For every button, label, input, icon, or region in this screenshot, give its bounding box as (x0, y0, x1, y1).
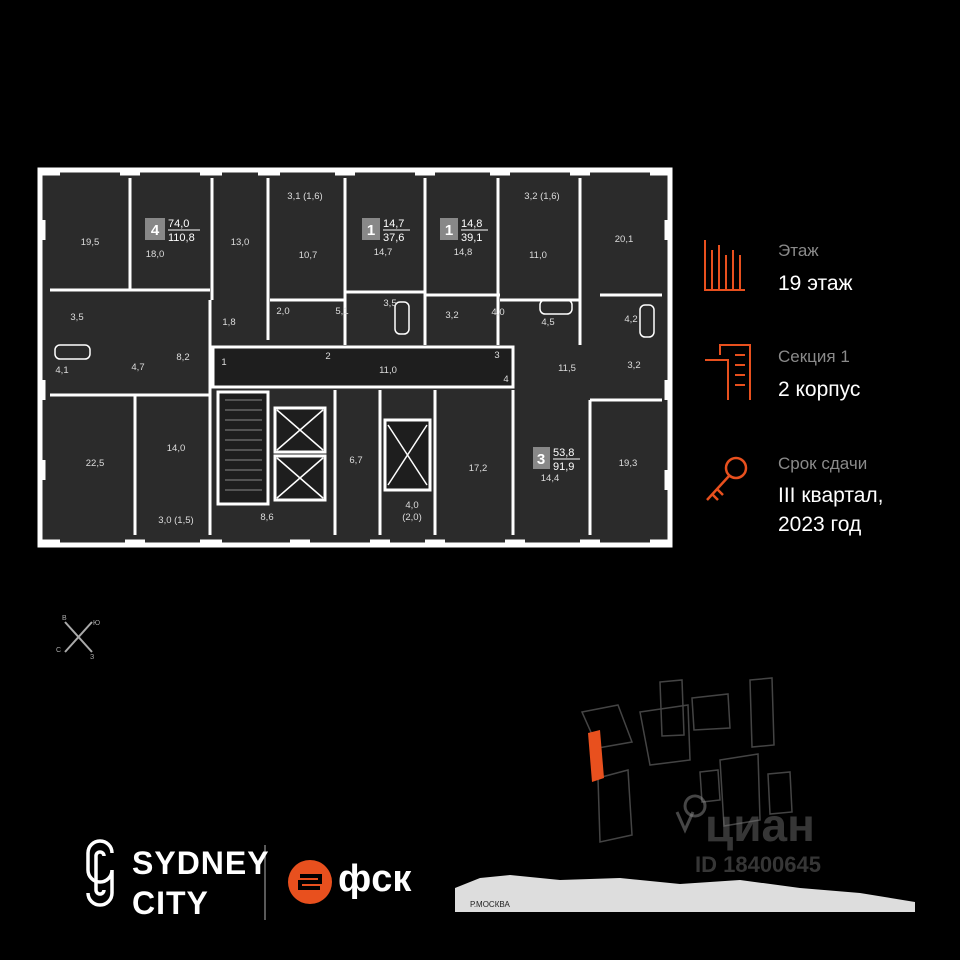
fsk-logo-text: фск (338, 858, 412, 900)
apartment-badge[interactable]: 4 74,0 110,8 (145, 218, 200, 244)
svg-text:14,8: 14,8 (461, 218, 482, 230)
svg-text:1: 1 (367, 222, 375, 239)
room-area: 14,4 (541, 473, 560, 484)
deadline-value-line2: 2023 год (778, 513, 862, 536)
room-area: 2 (325, 351, 330, 362)
svg-text:1: 1 (445, 222, 453, 239)
svg-text:14,7: 14,7 (383, 218, 404, 230)
room-area: 17,2 (469, 463, 488, 474)
watermark-id: ID 18400645 (695, 852, 821, 877)
deadline-label: Срок сдачи (778, 454, 868, 473)
svg-text:53,8: 53,8 (553, 447, 574, 459)
room-area: 20,1 (615, 234, 634, 245)
floor-icon (704, 240, 745, 291)
room-area: 4,7 (131, 362, 144, 373)
room-area: 5,1 (335, 306, 348, 317)
room-area: 3,2 (627, 360, 640, 371)
svg-text:С: С (56, 647, 61, 654)
svg-text:39,1: 39,1 (461, 232, 482, 244)
apartment-badge[interactable]: 3 53,8 91,9 (533, 447, 580, 473)
sydney-logo-line1: SYDNEY (132, 845, 270, 881)
room-area: 1,8 (222, 317, 235, 328)
location-map: Р.МОСКВА (455, 677, 915, 912)
room-area: 8,2 (176, 352, 189, 363)
sydney-city-logo-mark (86, 839, 114, 907)
room-area: 4,2 (624, 314, 637, 325)
section-icon (705, 344, 751, 400)
room-area: 14,8 (454, 247, 473, 258)
room-area: 3 (494, 350, 499, 361)
room-area: 6,7 (349, 455, 362, 466)
floor-label: Этаж (778, 241, 819, 260)
room-area: 10,7 (299, 250, 318, 261)
room-area: 4,0 (491, 307, 504, 318)
room-area: 3,2 (1,6) (524, 191, 559, 202)
svg-text:4: 4 (151, 222, 160, 239)
floor-value: 19 этаж (778, 272, 853, 295)
svg-text:З: З (90, 654, 94, 661)
room-area: 4,1 (55, 365, 68, 376)
room-area: 3,0 (1,5) (158, 515, 193, 526)
svg-text:37,6: 37,6 (383, 232, 404, 244)
svg-text:В: В (62, 615, 67, 622)
room-area: 4,0 (405, 500, 418, 511)
room-area: 14,7 (374, 247, 393, 258)
room-area: 4,5 (541, 317, 554, 328)
room-area: 11,5 (558, 363, 576, 374)
room-area: 8,6 (260, 512, 273, 523)
room-area: 3,1 (1,6) (287, 191, 322, 202)
watermark-brand: циан (705, 799, 815, 851)
room-area: 22,5 (86, 458, 105, 469)
room-area: (2,0) (402, 512, 422, 523)
fsk-logo-mark (288, 860, 332, 904)
sydney-logo-line2: CITY (132, 885, 209, 921)
compass-icon: В Ю С З (56, 615, 100, 661)
river-label: Р.МОСКВА (470, 900, 510, 909)
svg-text:74,0: 74,0 (168, 218, 189, 230)
room-area: 18,0 (146, 249, 165, 260)
svg-text:91,9: 91,9 (553, 461, 574, 473)
room-area: 3,5 (70, 312, 83, 323)
svg-text:110,8: 110,8 (168, 232, 195, 244)
watermark-pin-icon (675, 794, 707, 834)
room-area: 11,0 (379, 365, 397, 376)
room-area: 3,2 (445, 310, 458, 321)
room-area: 3,5 (383, 298, 396, 309)
room-area: 19,3 (619, 458, 638, 469)
key-icon (706, 456, 748, 501)
room-area: 19,5 (81, 237, 100, 248)
room-area: 14,0 (167, 443, 186, 454)
room-area: 1 (221, 357, 226, 368)
section-value: 2 корпус (778, 378, 861, 401)
room-area: 11,0 (529, 250, 547, 261)
section-label: Секция 1 (778, 347, 850, 366)
svg-text:3: 3 (537, 451, 545, 468)
apartment-badge[interactable]: 1 14,7 37,6 (362, 218, 410, 244)
apartment-badge[interactable]: 1 14,8 39,1 (440, 218, 488, 244)
deadline-value-line1: III квартал, (778, 484, 884, 507)
room-area: 4 (503, 374, 508, 385)
room-area: 2,0 (276, 306, 289, 317)
room-area: 13,0 (231, 237, 250, 248)
svg-text:Ю: Ю (93, 620, 100, 627)
